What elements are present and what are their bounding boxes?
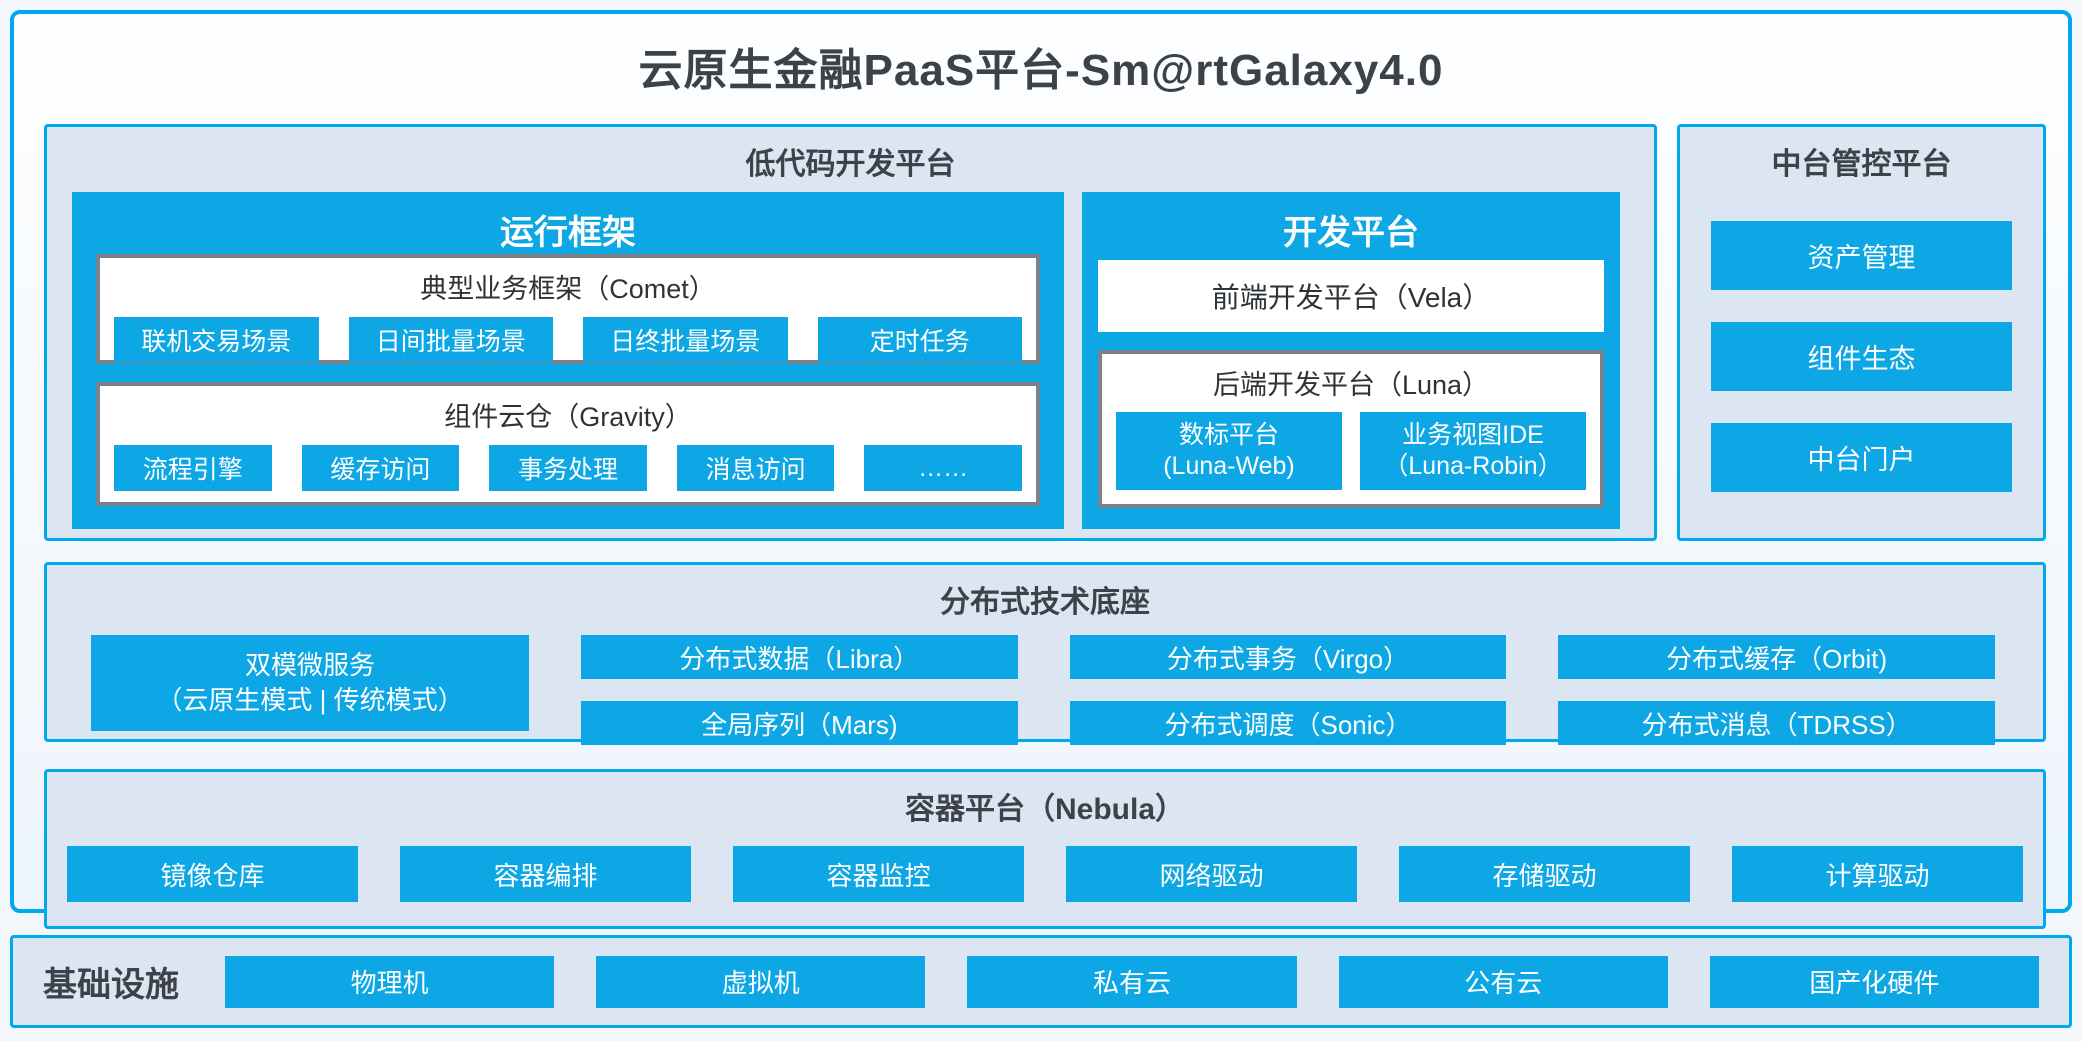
distributed-item: 分布式调度（Sonic） (1069, 701, 1507, 745)
container-item: 镜像仓库 (67, 846, 358, 902)
box-comet: 典型业务框架（Comet） 联机交易场景 日间批量场景 日终批量场景 定时任务 (96, 254, 1040, 364)
luna-item-robin-line2: （Luna-Robin） (1383, 452, 1563, 480)
panel-mid-platform: 中台管控平台 资产管理 组件生态 中台门户 (1677, 124, 2046, 541)
gravity-item: 消息访问 (676, 445, 835, 491)
mid-platform-item: 资产管理 (1711, 221, 2012, 290)
distributed-item: 分布式事务（Virgo） (1069, 635, 1507, 679)
comet-item: 联机交易场景 (114, 317, 319, 363)
page-title: 云原生金融PaaS平台-Sm@rtGalaxy4.0 (638, 46, 1444, 95)
distributed-column: 分布式数据（Libra） 全局序列（Mars) (581, 635, 1018, 745)
luna-item-web-line1: 数标平台 (1178, 420, 1279, 449)
comet-items-row: 联机交易场景 日间批量场景 日终批量场景 定时任务 (100, 306, 1036, 363)
infrastructure-item: 国产化硬件 (1709, 955, 2040, 1008)
container-item: 容器编排 (400, 846, 691, 902)
dual-mode-microservice: 双模微服务 （云原生模式 | 传统模式） (91, 635, 529, 731)
dual-mode-line1: 双模微服务 (244, 649, 375, 680)
infrastructure-item: 物理机 (225, 955, 555, 1008)
container-item: 容器监控 (733, 846, 1024, 902)
box-vela: 前端开发平台（Vela） (1098, 260, 1604, 332)
outer-frame: 云原生金融PaaS平台-Sm@rtGalaxy4.0 低代码开发平台 运行框架 … (10, 10, 2072, 929)
distributed-column: 分布式缓存（Orbit) 分布式消息（TDRSS） (1558, 635, 1996, 745)
container-platform-title: 容器平台（Nebula） (904, 793, 1186, 826)
container-platform-items: 镜像仓库 容器编排 容器监控 网络驱动 存储驱动 计算驱动 (47, 828, 2043, 902)
infrastructure-title: 基础设施 (43, 966, 179, 1004)
subpanel-runtime-framework: 运行框架 典型业务框架（Comet） 联机交易场景 日间批量场景 日终批量场景 … (72, 192, 1064, 529)
comet-box-title: 典型业务框架（Comet） (420, 274, 716, 304)
distributed-item: 分布式消息（TDRSS） (1558, 701, 1996, 745)
distributed-item: 分布式缓存（Orbit) (1558, 635, 1996, 679)
distributed-base-grid: 双模微服务 （云原生模式 | 传统模式） 分布式数据（Libra） 全局序列（M… (47, 621, 2043, 745)
low-code-platform-title: 低代码开发平台 (745, 148, 956, 181)
gravity-box-title: 组件云仓（Gravity） (444, 402, 692, 432)
comet-item: 日间批量场景 (348, 317, 553, 363)
gravity-item: 流程引擎 (114, 445, 272, 491)
luna-box-title: 后端开发平台（Luna） (1212, 370, 1490, 400)
mid-platform-items: 资产管理 组件生态 中台门户 (1680, 183, 2043, 492)
gravity-items-row: 流程引擎 缓存访问 事务处理 消息访问 …… (100, 434, 1036, 491)
panel-low-code-platform: 低代码开发平台 运行框架 典型业务框架（Comet） 联机交易场景 日间批量场景… (44, 124, 1657, 541)
gravity-item: 事务处理 (489, 445, 647, 491)
container-item: 计算驱动 (1732, 846, 2023, 902)
mid-platform-item: 组件生态 (1711, 322, 2012, 391)
luna-item-robin-line1: 业务视图IDE (1402, 420, 1544, 449)
mid-platform-title: 中台管控平台 (1771, 148, 1952, 181)
box-luna: 后端开发平台（Luna） 数标平台 (Luna-Web) 业务视图IDE （Lu… (1098, 350, 1604, 508)
infrastructure-item: 公有云 (1338, 955, 1668, 1008)
panel-container-platform: 容器平台（Nebula） 镜像仓库 容器编排 容器监控 网络驱动 存储驱动 计算… (44, 769, 2046, 929)
comet-item: 定时任务 (817, 317, 1022, 363)
luna-item-robin: 业务视图IDE （Luna-Robin） (1360, 412, 1586, 490)
distributed-base-title: 分布式技术底座 (940, 586, 1150, 619)
panel-distributed-base: 分布式技术底座 双模微服务 （云原生模式 | 传统模式） 分布式数据（Libra… (44, 562, 2046, 745)
container-item: 存储驱动 (1399, 846, 1690, 902)
box-gravity: 组件云仓（Gravity） 流程引擎 缓存访问 事务处理 消息访问 …… (96, 382, 1040, 506)
subpanel-dev-platform: 开发平台 前端开发平台（Vela） 后端开发平台（Luna） 数标平台 (Lun… (1082, 192, 1620, 529)
dual-mode-line2: （云原生模式 | 传统模式） (156, 685, 464, 715)
infrastructure-item: 虚拟机 (596, 955, 926, 1008)
runtime-framework-title: 运行框架 (500, 214, 636, 252)
container-item: 网络驱动 (1066, 846, 1357, 902)
luna-item-web-line2: (Luna-Web) (1163, 452, 1295, 480)
comet-item: 日终批量场景 (583, 317, 788, 363)
dev-platform-title: 开发平台 (1283, 214, 1419, 252)
distributed-item: 分布式数据（Libra） (581, 635, 1018, 679)
distributed-column: 分布式事务（Virgo） 分布式调度（Sonic） (1069, 635, 1507, 745)
mid-platform-item: 中台门户 (1711, 423, 2012, 492)
luna-items-row: 数标平台 (Luna-Web) 业务视图IDE （Luna-Robin） (1102, 402, 1600, 490)
infrastructure-item: 私有云 (967, 955, 1297, 1008)
distributed-item: 全局序列（Mars) (581, 701, 1018, 745)
luna-item-web: 数标平台 (Luna-Web) (1116, 412, 1342, 490)
gravity-item: 缓存访问 (301, 445, 460, 491)
gravity-item-ellipsis: …… (864, 445, 1022, 491)
panel-infrastructure: 基础设施 物理机 虚拟机 私有云 公有云 国产化硬件 (10, 935, 2072, 1028)
